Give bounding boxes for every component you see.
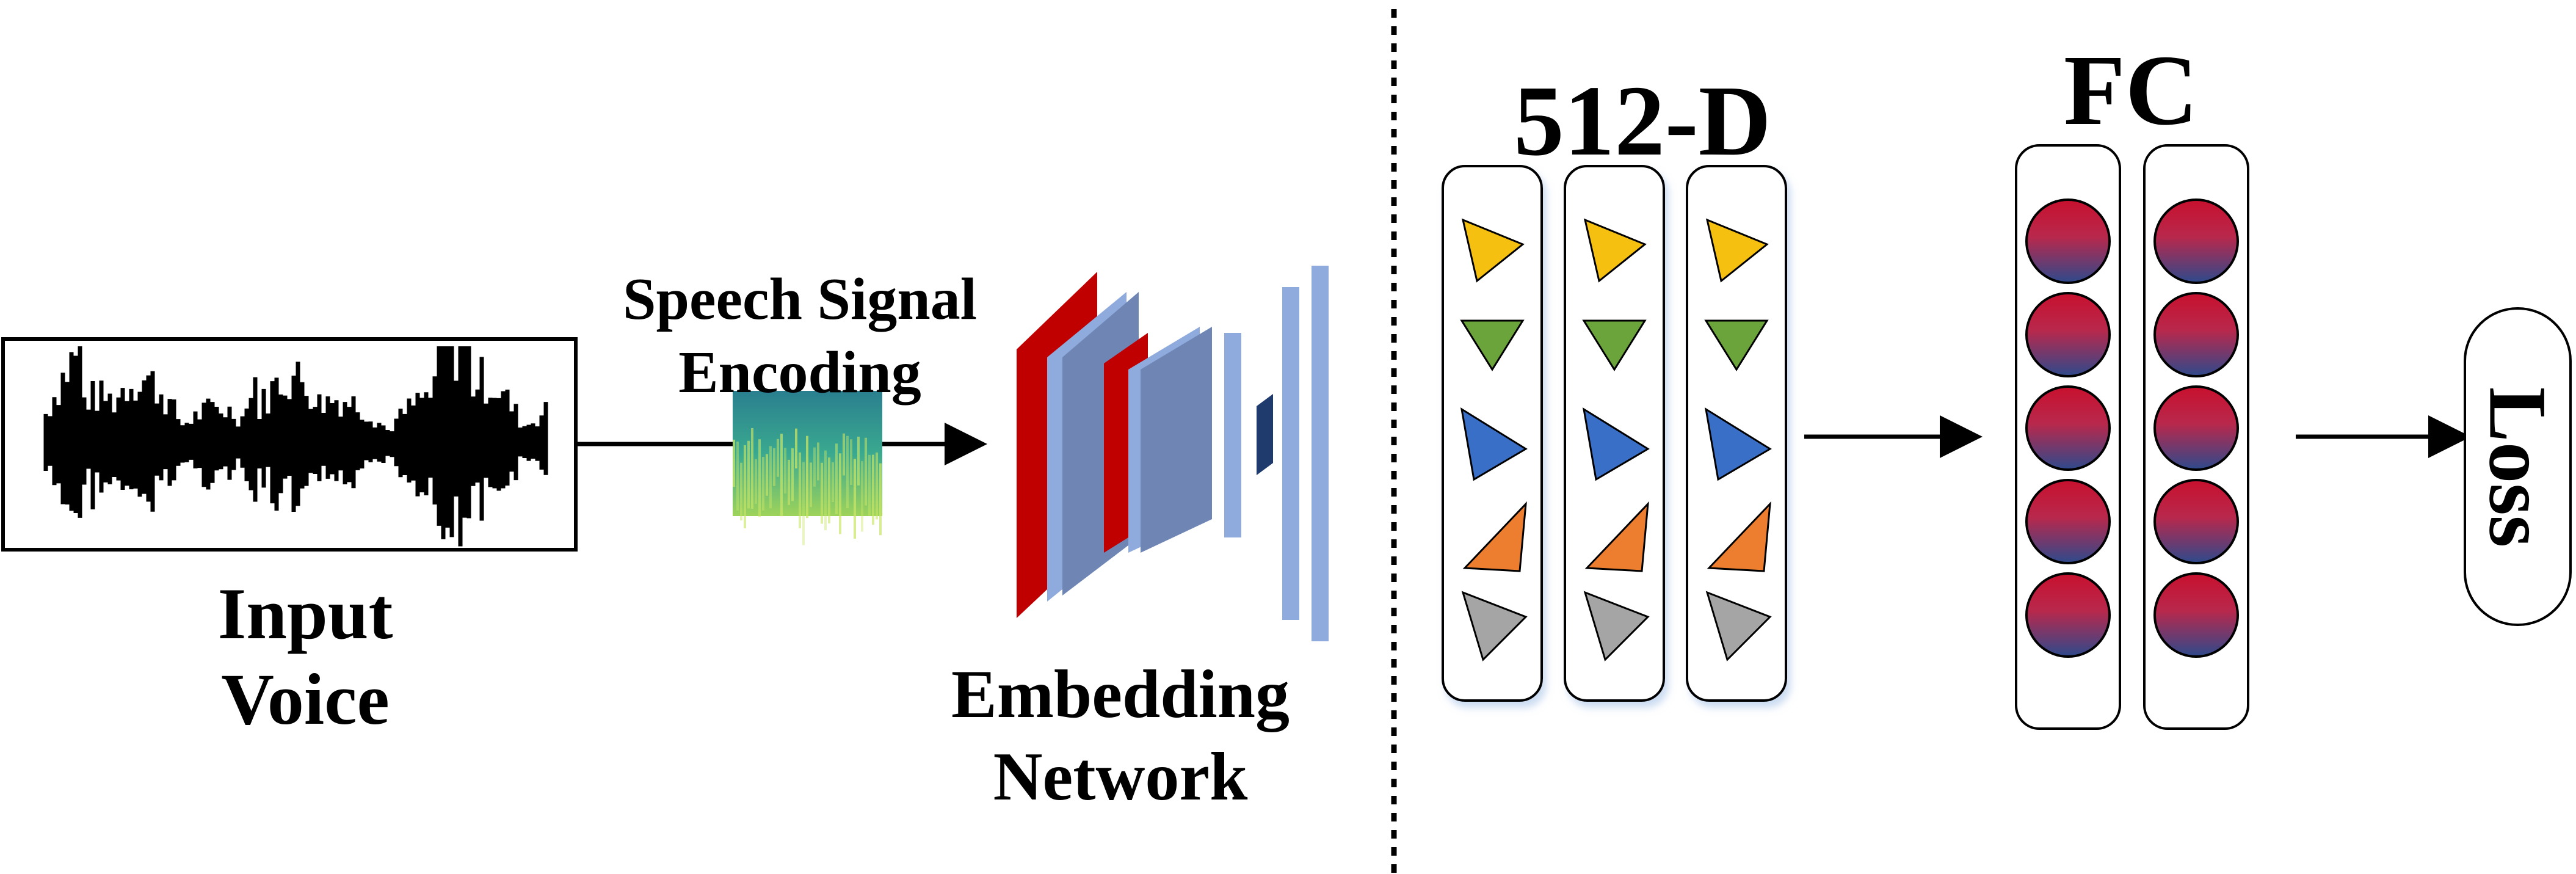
fc-node xyxy=(2153,572,2239,658)
triangle-node xyxy=(1705,218,1769,283)
input-voice-line2: Voice xyxy=(221,658,390,740)
triangle-node xyxy=(1583,218,1647,283)
triangle-node xyxy=(1582,407,1650,481)
fc-node xyxy=(2025,292,2111,377)
fc-node xyxy=(2153,385,2239,471)
embedding-vector-columns xyxy=(1442,165,1787,702)
embedding-network-line1: Embedding xyxy=(951,657,1290,732)
dense-layer-2 xyxy=(1312,266,1329,641)
embedding-network-line2: Network xyxy=(993,739,1248,815)
loss-box xyxy=(2464,307,2572,626)
waveform xyxy=(43,346,548,547)
loss-label: Loss xyxy=(2472,387,2563,548)
embedding-network-label: Embedding Network xyxy=(898,654,1343,818)
pooling-layer xyxy=(1224,333,1241,537)
fc-node xyxy=(2025,479,2111,564)
bottleneck-layer xyxy=(1257,394,1273,475)
fc-node xyxy=(2025,198,2111,284)
triangle-node xyxy=(1460,407,1528,481)
triangle-node xyxy=(1707,501,1771,572)
fc-node xyxy=(2025,385,2111,471)
fc-title: FC xyxy=(2064,34,2198,146)
speech-encoding-line2: Encoding xyxy=(678,340,921,406)
triangle-node xyxy=(1705,591,1772,661)
triangle-node xyxy=(1582,319,1647,371)
fc-node xyxy=(2153,292,2239,377)
speech-encoding-label: Speech Signal Encoding xyxy=(568,263,1032,409)
conv-layer-blue-4 xyxy=(1141,327,1212,553)
triangle-node xyxy=(1460,319,1525,371)
triangle-node xyxy=(1461,591,1528,661)
triangle-node xyxy=(1461,218,1525,283)
fc-columns xyxy=(2015,144,2249,730)
triangle-node xyxy=(1704,319,1769,371)
embedding-vector-title: 512-D xyxy=(1514,65,1771,177)
spectrogram-image xyxy=(733,391,882,545)
dense-layer-1 xyxy=(1282,287,1299,620)
input-voice-label: Input Voice xyxy=(153,571,458,742)
fc-node xyxy=(2025,572,2111,658)
triangle-node xyxy=(1462,501,1527,572)
input-voice-line1: Input xyxy=(217,573,393,654)
embedding-network-layers xyxy=(1017,266,1329,641)
speech-encoding-line1: Speech Signal xyxy=(623,266,977,332)
fc-node xyxy=(2153,198,2239,284)
triangle-node xyxy=(1584,501,1649,572)
triangle-node xyxy=(1583,591,1650,661)
fc-node xyxy=(2153,479,2239,564)
triangle-node xyxy=(1704,407,1772,481)
